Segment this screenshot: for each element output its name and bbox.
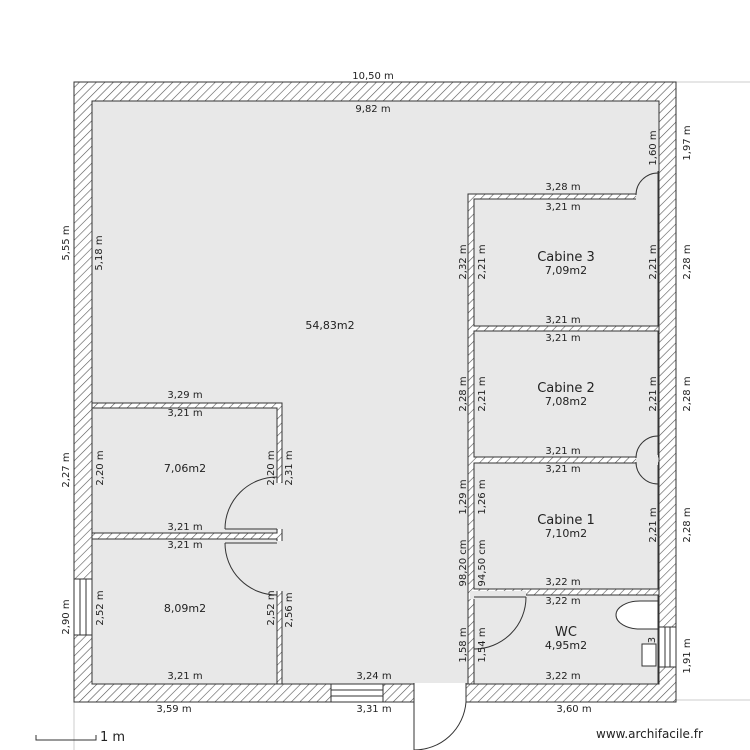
dimension-label: 2,32 m xyxy=(458,244,469,279)
dimension-label: 2,21 m xyxy=(648,244,659,279)
window-bottom xyxy=(330,683,384,703)
room-left-lower xyxy=(91,538,278,685)
door-cabine-3-swing xyxy=(635,172,659,196)
dimension-label: 1,91 m xyxy=(682,638,693,673)
dimension-label: 1,60 m xyxy=(648,130,659,165)
dimension-label: 2,20 m xyxy=(266,450,277,485)
scale-bar xyxy=(35,735,97,741)
main-room-area: 54,83m2 xyxy=(305,319,354,332)
dimension-label: 2,21 m xyxy=(477,376,488,411)
dimension-label: 3,31 m xyxy=(356,704,391,715)
room-cabine-1 xyxy=(473,462,659,590)
dimension-label: 2,56 m xyxy=(284,592,295,627)
scale-label: 1 m xyxy=(100,730,125,745)
dimension-label: 3,60 m xyxy=(556,704,591,715)
room-left-upper xyxy=(91,407,278,534)
dimension-label: 3,24 m xyxy=(356,671,391,682)
dimension-label: 98,20 cm xyxy=(458,539,469,586)
window-right xyxy=(658,626,677,668)
dimension-label: 1,58 m xyxy=(458,627,469,662)
cabine-3-area: 7,09m2 xyxy=(545,264,587,277)
room-cabine-2 xyxy=(473,330,659,458)
wc-name: WC xyxy=(555,625,577,640)
dimension-label: 2,52 m xyxy=(266,590,277,625)
dimension-label: 2,52 m xyxy=(95,590,106,625)
dimension-label: 2,28 m xyxy=(682,244,693,279)
dimension-label: 3,22 m xyxy=(545,671,580,682)
cabine-1-name: Cabine 1 xyxy=(537,513,595,528)
dimension-label: 3,21 m xyxy=(545,446,580,457)
dimension-label: 3,21 m xyxy=(545,333,580,344)
dimension-label: 2,21 m xyxy=(648,507,659,542)
dimension-label: 1,29 m xyxy=(458,479,469,514)
dimension-label: 3,21 m xyxy=(167,408,202,419)
dimension-label: 1,97 m xyxy=(682,125,693,160)
dimension-label: 3,21 m xyxy=(545,202,580,213)
dimension-label: 2,21 m xyxy=(477,244,488,279)
window-left xyxy=(73,578,93,636)
dimension-label: 3,22 m xyxy=(545,577,580,588)
washbasin-icon xyxy=(641,643,657,667)
dimension-label: 2,28 m xyxy=(682,376,693,411)
credit-text: www.archifacile.fr xyxy=(596,727,703,741)
dimension-label: 94,50 cm xyxy=(477,539,488,586)
entrance-opening xyxy=(414,683,466,703)
toilet-icon xyxy=(615,600,659,630)
dimension-label: 3,22 m xyxy=(545,596,580,607)
dimension-label: 3,29 m xyxy=(167,390,202,401)
left-lower-area: 8,09m2 xyxy=(164,602,206,615)
dimension-label: 2,28 m xyxy=(682,507,693,542)
cabine-1-area: 7,10m2 xyxy=(545,527,587,540)
dimension-label: 2,27 m xyxy=(61,452,72,487)
dimension-label: 10,50 m xyxy=(352,71,394,82)
room-cabine-3 xyxy=(473,198,659,327)
dimension-label: 2,21 m xyxy=(648,376,659,411)
dimension-label: 3,28 m xyxy=(545,182,580,193)
dimension-label: 2,28 m xyxy=(458,376,469,411)
door-cabine-1-swing xyxy=(635,461,659,485)
door-left-lower-swing xyxy=(224,542,278,596)
dimension-label: 5,55 m xyxy=(61,225,72,260)
door-wc-swing xyxy=(473,596,527,650)
door-cabine-2-swing xyxy=(635,435,659,459)
dimension-label: 3,21 m xyxy=(167,540,202,551)
cabine-3-name: Cabine 3 xyxy=(537,250,595,265)
dimension-label: 3 xyxy=(647,637,658,643)
cabine-2-name: Cabine 2 xyxy=(537,381,595,396)
dimension-label: 3,21 m xyxy=(545,464,580,475)
entrance-door-swing xyxy=(414,701,467,750)
dimension-label: 2,31 m xyxy=(284,450,295,485)
dimension-label: 2,20 m xyxy=(95,450,106,485)
door-left-upper-swing xyxy=(224,476,278,530)
dimension-label: 3,59 m xyxy=(156,704,191,715)
cabine-2-area: 7,08m2 xyxy=(545,395,587,408)
dimension-label: 1,54 m xyxy=(477,627,488,662)
dimension-label: 9,82 m xyxy=(355,104,390,115)
dimension-label: 3,21 m xyxy=(167,522,202,533)
dimension-label: 3,21 m xyxy=(545,315,580,326)
dimension-label: 1,26 m xyxy=(477,479,488,514)
wc-area: 4,95m2 xyxy=(545,639,587,652)
left-upper-area: 7,06m2 xyxy=(164,462,206,475)
dimension-label: 5,18 m xyxy=(94,235,105,270)
dimension-label: 3,21 m xyxy=(167,671,202,682)
dimension-label: 2,90 m xyxy=(61,599,72,634)
